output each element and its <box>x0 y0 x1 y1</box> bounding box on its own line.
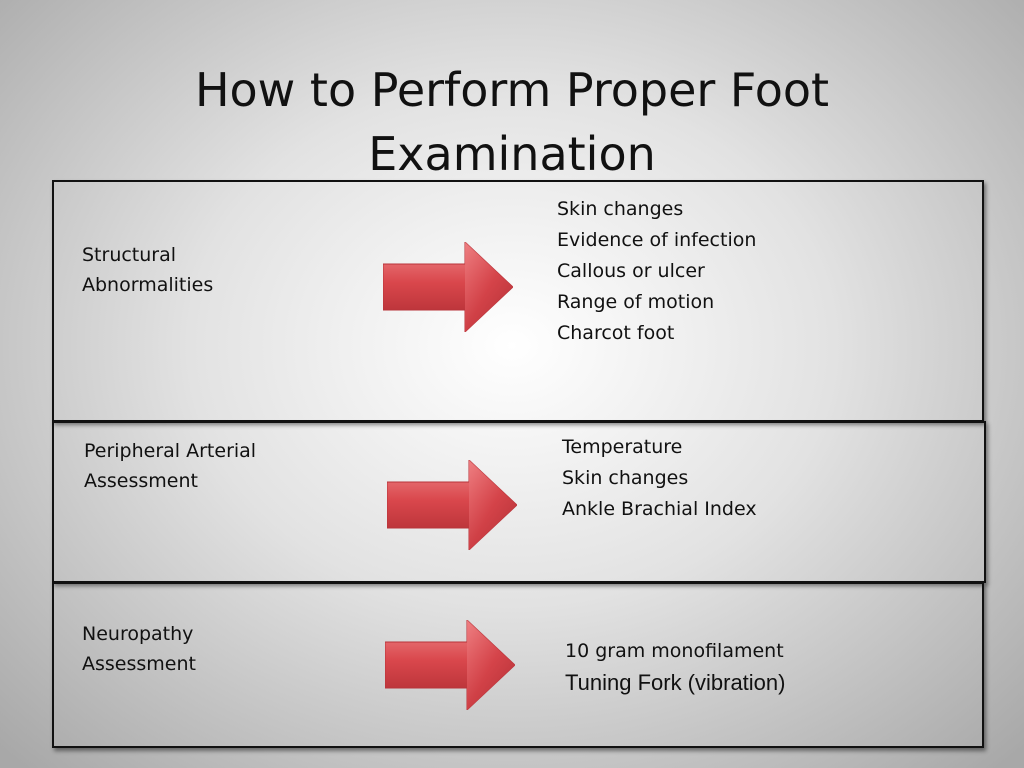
slide-title-line-1: How to Perform Proper Foot <box>194 63 830 117</box>
row-structural-items: Skin changes Evidence of infection Callo… <box>557 194 756 349</box>
row-arterial-label: Peripheral Arterial Assessment <box>84 436 256 496</box>
list-item: Callous or ulcer <box>557 260 705 282</box>
row-neuropathy-items: 10 gram monofilament Tuning Fork (vibrat… <box>565 636 785 698</box>
row-label-line: Abnormalities <box>82 274 214 296</box>
row-label-line: Structural <box>82 244 177 266</box>
slide-title-line-2: Examination <box>368 127 656 181</box>
list-item: 10 gram monofilament <box>565 640 784 662</box>
list-item: Tuning Fork (vibration) <box>565 670 786 695</box>
row-label-line: Assessment <box>84 470 198 492</box>
row-label-line: Assessment <box>82 653 196 675</box>
row-arterial-items: Temperature Skin changes Ankle Brachial … <box>562 432 757 525</box>
row-neuropathy-box <box>52 582 984 748</box>
right-arrow-icon <box>387 460 517 550</box>
right-arrow-icon <box>383 242 513 332</box>
row-structural-label: Structural Abnormalities <box>82 240 213 300</box>
row-neuropathy-label: Neuropathy Assessment <box>82 619 196 679</box>
slide-title: How to Perform Proper Foot Examination <box>0 58 1024 186</box>
list-item: Skin changes <box>562 467 689 489</box>
row-structural-box <box>52 180 984 422</box>
list-item: Temperature <box>562 436 683 458</box>
right-arrow-icon <box>385 620 515 710</box>
list-item: Range of motion <box>557 291 715 313</box>
row-label-line: Peripheral Arterial <box>84 440 257 462</box>
list-item: Skin changes <box>557 198 684 220</box>
row-label-line: Neuropathy <box>82 623 194 645</box>
list-item: Charcot foot <box>557 322 675 344</box>
list-item: Ankle Brachial Index <box>562 498 757 520</box>
list-item: Evidence of infection <box>557 229 757 251</box>
